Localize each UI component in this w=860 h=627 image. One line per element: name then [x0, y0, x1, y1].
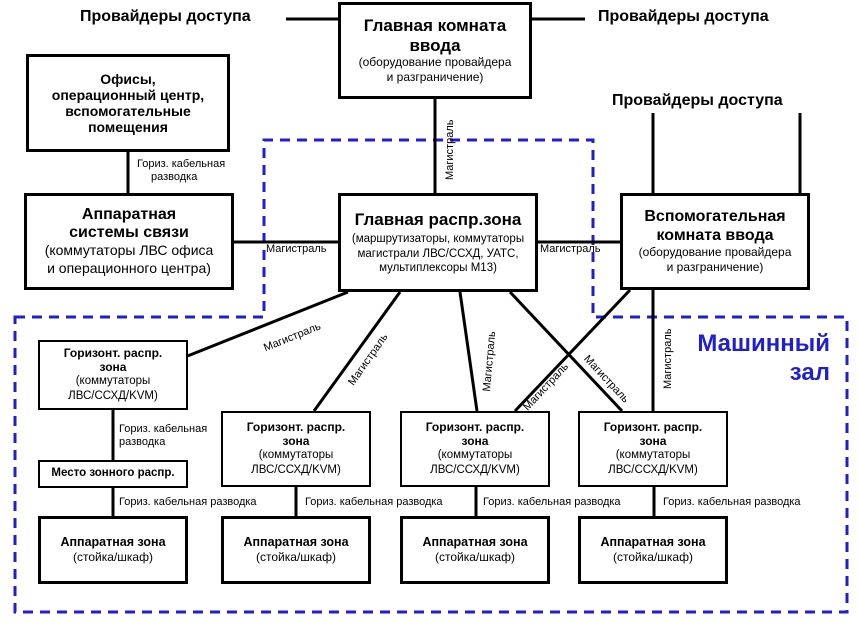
mda-sub-3: мультиплексоры М13)	[379, 261, 497, 274]
hda4-title-1: Горизонт. распр.	[603, 419, 703, 434]
backbone-mda-hda2	[312, 291, 402, 412]
secondary-sub-2: и разграничение)	[666, 259, 764, 274]
cabling-label-offices-2: разводка	[151, 171, 198, 184]
hda1-sub-1: (коммутаторы	[75, 375, 151, 388]
main-entrance-room: Главная комната ввода (оборудование пров…	[338, 2, 532, 99]
hda2-sub-1: (коммутаторы	[258, 449, 334, 462]
telecom-title-1: Аппаратная	[81, 205, 177, 223]
telecom-sub-2: и операционного центра)	[47, 259, 211, 276]
eda4-title: Аппаратная зона	[600, 535, 706, 550]
backbone-label-secondary: Магистраль	[540, 243, 601, 255]
hda-box-3: Горизонт. распр. зона (коммутаторы ЛВС/С…	[400, 411, 550, 487]
eda2-sub: (стойка/шкаф)	[256, 549, 336, 564]
hda3-sub-2: ЛВС/ССХД/KVM)	[430, 463, 520, 476]
hda4-sub-2: ЛВС/ССХД/KVM)	[608, 463, 698, 476]
backbone-mda-hda3	[458, 291, 479, 412]
hda2-title-1: Горизонт. распр.	[246, 419, 346, 434]
hda1-title-2: зона	[99, 359, 127, 374]
hda3-sub-1: (коммутаторы	[437, 449, 513, 462]
mda-sub-1: (маршрутизаторы, коммутаторы	[351, 233, 525, 246]
cabling-label-offices: Гориз. кабельная разводка	[137, 158, 225, 184]
telecom-sub-1: (коммутаторы ЛВС офиса	[44, 242, 214, 259]
mda-sub-2: магистрали ЛВС/ССХД, УАТС,	[357, 247, 519, 260]
eda3-sub: (стойка/шкаф)	[435, 549, 515, 564]
cabling-label-eda4: Гориз. кабельная разводка	[663, 496, 801, 508]
provider-label-left: Провайдеры доступа	[80, 8, 251, 25]
eda-box-2: Аппаратная зона (стойка/шкаф)	[221, 516, 371, 584]
hda3-title-1: Горизонт. распр.	[425, 419, 525, 434]
hda4-title-2: зона	[639, 433, 667, 448]
main-entrance-title-1: Главная комната	[363, 15, 507, 35]
eda-box-1: Аппаратная зона (стойка/шкаф)	[38, 516, 188, 584]
backbone-label-telecom: Магистраль	[266, 243, 327, 255]
main-entrance-title-2: ввода	[409, 35, 461, 55]
computer-room-title-1: Машинный	[697, 330, 830, 357]
main-distribution-area: Главная распр.зона (маршрутизаторы, комм…	[338, 193, 538, 292]
provider-label-secondary: Провайдеры доступа	[612, 92, 783, 109]
computer-room-title-2: зал	[789, 358, 830, 386]
eda1-sub: (стойка/шкаф)	[73, 549, 153, 564]
backbone-label-secondary-hda4: Магистраль	[662, 328, 674, 389]
cabling-label-hda1-2: разводка	[119, 436, 166, 449]
hda3-title-2: зона	[461, 433, 489, 448]
main-entrance-sub-2: и разграничение)	[386, 70, 484, 85]
hda-box-2: Горизонт. распр. зона (коммутаторы ЛВС/С…	[221, 411, 371, 487]
offices-line-4: помещения	[88, 119, 168, 136]
hda1-title-1: Горизонт. распр.	[63, 345, 163, 360]
hda2-sub-2: ЛВС/ССХД/KVM)	[251, 463, 341, 476]
mda-title: Главная распр.зона	[354, 209, 522, 229]
secondary-title-2: комната ввода	[656, 226, 774, 244]
hda-box-4: Горизонт. распр. зона (коммутаторы ЛВС/С…	[578, 411, 728, 487]
hda-box-1: Горизонт. распр. зона (коммутаторы ЛВС/С…	[38, 340, 188, 410]
eda3-title: Аппаратная зона	[422, 535, 528, 550]
eda4-sub: (стойка/шкаф)	[613, 549, 693, 564]
offices-line-3: вспомогательные	[65, 103, 191, 119]
telecom-title-2: системы связи	[69, 224, 189, 241]
backbone-mda-hda1	[184, 290, 349, 359]
backbone-label-vertical-main: Магистраль	[444, 119, 456, 180]
zda-title: Место зонного распр.	[51, 467, 175, 480]
cabling-label-hda1-1: Гориз. кабельная	[119, 423, 208, 435]
cabling-label-offices-1: Гориз. кабельная	[137, 158, 226, 170]
computer-room-title: Машинный зал	[680, 330, 830, 388]
cabling-label-eda3: Гориз. кабельная разводка	[483, 496, 621, 508]
eda-box-4: Аппаратная зона (стойка/шкаф)	[578, 516, 728, 584]
zone-distribution-area: Место зонного распр.	[38, 460, 188, 488]
offices-line-1: Офисы,	[100, 70, 156, 87]
main-entrance-sub-1: (оборудование провайдера	[358, 55, 512, 70]
cabling-label-hda1: Гориз. кабельная разводка	[119, 423, 207, 449]
backbone-mda-hda4	[508, 290, 624, 413]
eda1-title: Аппаратная зона	[60, 535, 166, 550]
cabling-label-eda1: Гориз. кабельная разводка	[119, 496, 257, 508]
offices-line-2: операционный центр,	[51, 86, 205, 103]
backbone-secondary-hda3	[513, 288, 632, 413]
computer-room-boundary	[13, 138, 849, 614]
secondary-sub-1: (оборудование провайдера	[638, 244, 792, 259]
hda4-sub-1: (коммутаторы	[615, 449, 691, 462]
telecom-room-box: Аппаратная системы связи (коммутаторы ЛВ…	[24, 193, 234, 290]
offices-box: Офисы, операционный центр, вспомогательн…	[26, 54, 230, 152]
secondary-entrance-room: Вспомогательная комната ввода (оборудова…	[620, 193, 810, 290]
eda-box-3: Аппаратная зона (стойка/шкаф)	[400, 516, 550, 584]
hda2-title-2: зона	[282, 433, 310, 448]
secondary-title-1: Вспомогательная	[644, 208, 786, 226]
eda2-title: Аппаратная зона	[243, 535, 349, 550]
cabling-label-eda2: Гориз. кабельная разводка	[305, 496, 443, 508]
provider-label-right: Провайдеры доступа	[598, 8, 769, 25]
hda1-sub-2: ЛВС/ССХД/KVM)	[68, 389, 158, 402]
